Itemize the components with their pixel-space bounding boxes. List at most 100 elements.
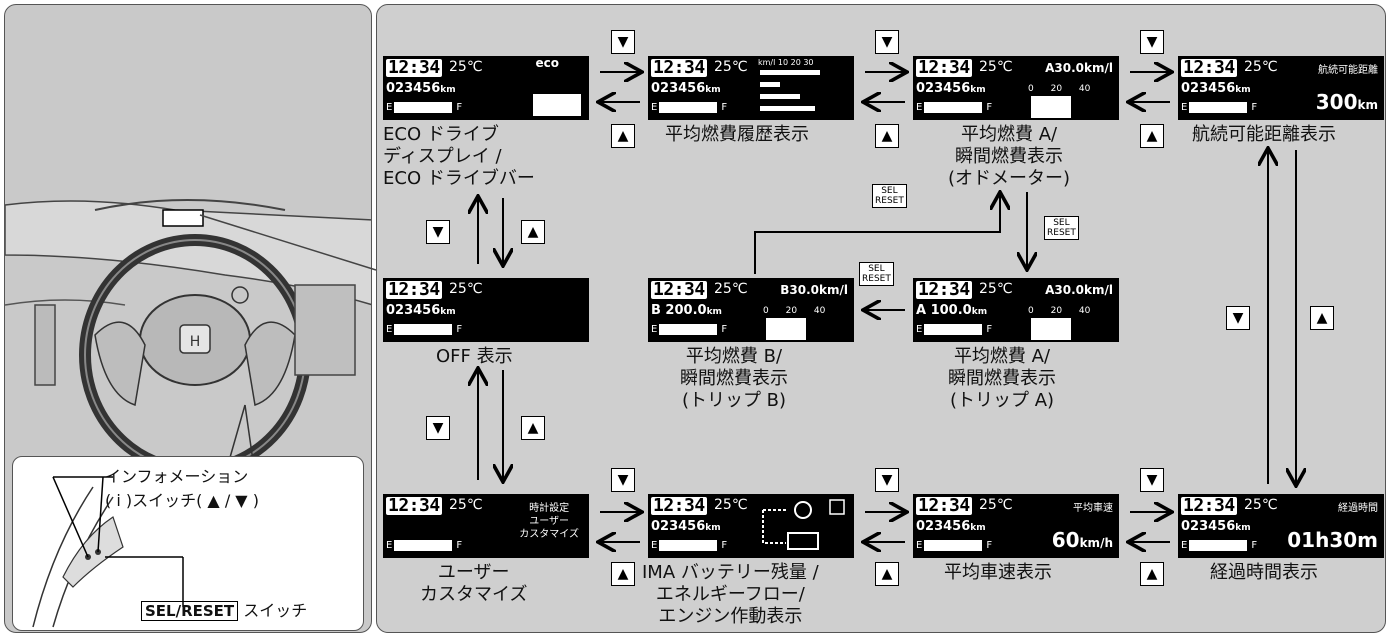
avg-speed-label: 平均車速 [1073,503,1113,514]
lcd-temp: 25℃ [449,59,483,75]
lcd-temp: 25℃ [714,281,748,297]
energy-flow-icon [762,499,845,550]
lcd-time: 12:34 [386,57,442,78]
lcd-temp: 25℃ [979,59,1013,75]
down-button[interactable]: ▼ [611,468,635,492]
lcd-odo: 023456km [386,81,456,96]
label-trip-b: 平均燃費 B/瞬間燃費表示(トリップ B) [680,346,788,411]
down-button[interactable]: ▼ [1226,306,1250,330]
up-button[interactable]: ▲ [611,124,635,148]
label-eco: ECO ドライブディスプレイ /ECO ドライブバー [383,124,535,189]
lcd-odo: 023456km [916,519,986,534]
lcd-time: 12:34 [916,495,972,516]
up-button[interactable]: ▲ [875,562,899,586]
up-button[interactable]: ▲ [521,416,545,440]
lcd-odo: 023456km [1181,81,1251,96]
down-button[interactable]: ▼ [426,416,450,440]
lcd-odo: 023456km [651,81,721,96]
customize-menu: 時計設定ユーザーカスタマイズ [519,503,579,540]
lcd-odo: 023456km [1181,519,1251,534]
lcd-trip: B 200.0km [651,303,722,318]
up-button[interactable]: ▲ [611,562,635,586]
down-button[interactable]: ▼ [1140,30,1164,54]
down-button[interactable]: ▼ [611,30,635,54]
range-value: 300km [1315,90,1378,114]
lcd-temp: 25℃ [979,497,1013,513]
down-button[interactable]: ▼ [875,30,899,54]
eco-bar [533,94,581,116]
lcd-temp: 25℃ [979,281,1013,297]
switch-callout-inset: インフォメーション ( i )スイッチ( ▲ / ▼ ) SEL/RESET ス… [12,456,364,631]
lcd-temp: 25℃ [714,59,748,75]
lcd-temp: 25℃ [714,497,748,513]
lcd-time: 12:34 [1181,57,1237,78]
eco-text: eco [535,56,560,70]
label-elapsed: 経過時間表示 [1210,562,1318,583]
label-history: 平均燃費履歴表示 [665,124,809,145]
gauge-scale: 0 20 40 [1028,84,1091,94]
lcd-odo: 023456km [386,303,456,318]
lcd-temp: 25℃ [1244,59,1278,75]
label-customize: ユーザーカスタマイズ [420,562,528,605]
label-trip-a: 平均燃費 A/瞬間燃費表示(トリップ A) [948,346,1056,411]
lcd-time: 12:34 [651,57,707,78]
lcd-time: 12:34 [651,495,707,516]
switch-detail-illustration [32,476,184,628]
up-button[interactable]: ▲ [1310,306,1334,330]
up-button[interactable]: ▲ [875,124,899,148]
label-range: 航続可能距離表示 [1192,124,1336,145]
sel-reset-button[interactable]: SEL RESET [1044,216,1079,240]
avg-speed-value: 60km/h [1051,528,1113,552]
lcd-temp: 25℃ [1244,497,1278,513]
history-scale: km/l 10 20 30 [758,58,814,67]
label-ima: IMA バッテリー残量 /エネルギーフロー/エンジン作動表示 [642,562,819,627]
lcd-time: 12:34 [916,279,972,300]
up-button[interactable]: ▲ [521,220,545,244]
down-button[interactable]: ▼ [426,220,450,244]
range-label: 航続可能距離 [1318,65,1378,76]
gauge-scale: 0 20 40 [1028,306,1091,316]
up-button[interactable]: ▲ [1140,562,1164,586]
svg-text:H: H [190,334,201,350]
down-button[interactable]: ▼ [1140,468,1164,492]
lcd-time: 12:34 [1181,495,1237,516]
avg-fuel-value: B30.0km/l [780,283,848,297]
label-avg-a-odo: 平均燃費 A/瞬間燃費表示(オドメーター) [948,124,1071,189]
label-avg-speed: 平均車速表示 [944,562,1052,583]
sel-reset-button[interactable]: SEL RESET [872,184,907,208]
down-button[interactable]: ▼ [875,468,899,492]
gauge-scale: 0 20 40 [763,306,826,316]
lcd-time: 12:34 [386,279,442,300]
lcd-temp: 25℃ [449,497,483,513]
sel-reset-key: SEL/RESET [141,601,239,621]
lcd-odo: 023456km [651,519,721,534]
lcd-trip: A 100.0km [916,303,988,318]
sel-reset-switch-text: スイッチ [243,601,308,620]
lcd-time: 12:34 [916,57,972,78]
up-button[interactable]: ▲ [1140,124,1164,148]
lcd-time: 12:34 [651,279,707,300]
lcd-odo: 023456km [916,81,986,96]
sel-reset-button[interactable]: SEL RESET [859,262,894,286]
